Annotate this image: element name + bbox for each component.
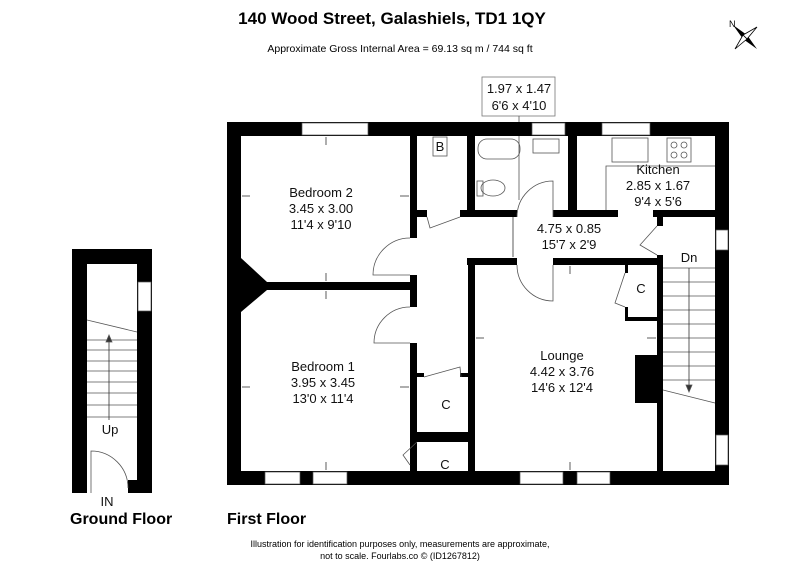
bathroom-label: 1.97 x 1.47 6'6 x 4'10 [481,76,556,200]
hob-icon [666,137,692,163]
cupboard-label-3: C [636,281,645,296]
kitchen-imperial: 9'4 x 5'6 [634,194,682,209]
basin-icon [532,138,560,154]
gross-area: Approximate Gross Internal Area = 69.13 … [267,43,532,55]
cupboard-label-2: C [440,457,449,472]
lounge-name: Lounge [540,348,583,363]
bathroom-size-metric: 1.97 x 1.47 [487,81,551,96]
bathroom-size-imperial: 6'6 x 4'10 [492,98,547,113]
lounge-imperial: 14'6 x 12'4 [531,380,593,395]
hall-metric: 4.75 x 0.85 [537,221,601,236]
bedroom2-metric: 3.45 x 3.00 [289,201,353,216]
sink-icon [611,137,649,163]
room-kitchen: Kitchen 2.85 x 1.67 9'4 x 5'6 [626,162,690,209]
lounge-metric: 4.42 x 3.76 [530,364,594,379]
disclaimer-line-2: not to scale. Fourlabs.co © (ID1267812) [320,551,480,561]
room-hall: 4.75 x 0.85 15'7 x 2'9 [537,221,601,252]
boiler-icon [432,136,448,157]
bedroom2-imperial: 11'4 x 9'10 [290,217,351,232]
stairs-up-label: Up [102,422,119,437]
property-title: 140 Wood Street, Galashiels, TD1 1QY [238,9,546,28]
toilet-icon [480,179,506,197]
dimension-arrows [242,137,656,470]
ground-floor-caption: Ground Floor [70,511,172,528]
bedroom2-name: Bedroom 2 [289,185,353,200]
bedroom1-name: Bedroom 1 [291,359,355,374]
room-bedroom-2: Bedroom 2 3.45 x 3.00 11'4 x 9'10 [289,185,353,232]
windows [264,122,729,485]
compass-icon: N [729,19,758,50]
bedroom1-imperial: 13'0 x 11'4 [292,391,353,406]
bedroom1-metric: 3.95 x 3.45 [291,375,355,390]
hall-imperial: 15'7 x 2'9 [542,237,597,252]
room-bedroom-1: Bedroom 1 3.95 x 3.45 13'0 x 11'4 [291,359,355,406]
entrance-label: IN [101,494,114,509]
cupboard-label-1: C [441,397,450,412]
room-lounge: Lounge 4.42 x 3.76 14'6 x 12'4 [530,348,594,395]
doors [372,180,658,466]
stairs-up [86,319,138,420]
stairs-down-label: Dn [681,250,698,265]
stairs-down [662,267,716,404]
boiler-label: B [436,139,445,154]
fixtures [432,136,715,210]
compass-north-label: N [729,19,736,29]
ground-floor-walls [72,249,152,493]
bath-icon [477,138,521,160]
disclaimer-line-1: Illustration for identification purposes… [251,539,550,549]
kitchen-name: Kitchen [636,162,679,177]
kitchen-metric: 2.85 x 1.67 [626,178,690,193]
first-floor-caption: First Floor [227,511,306,528]
